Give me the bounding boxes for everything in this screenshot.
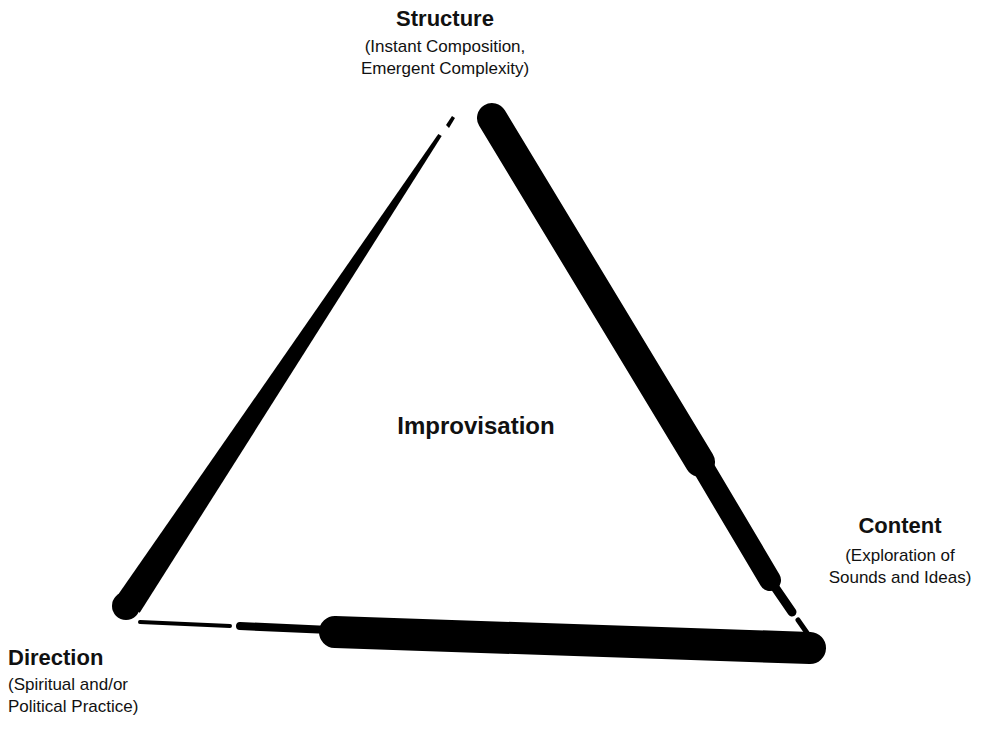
brush-strokes-lines [140, 118, 812, 648]
vertex-subtitle: (Instant Composition, Emergent Complexit… [340, 36, 550, 80]
brush-fleck [446, 116, 455, 128]
right-stroke [700, 462, 770, 580]
bottom-stroke-thin [140, 622, 230, 626]
right-stroke-tail [770, 580, 792, 612]
left-stroke-end [112, 592, 140, 620]
brush-strokes [112, 116, 455, 620]
bottom-stroke [335, 632, 810, 648]
center-title: Improvisation [366, 412, 586, 440]
left-stroke [116, 134, 441, 613]
vertex-subtitle: (Spiritual and/or Political Practice) [8, 674, 168, 718]
vertex-title: Structure [340, 6, 550, 32]
vertex-title: Direction [8, 645, 208, 671]
vertex-title: Content [815, 513, 985, 539]
bottom-stroke-thin [240, 626, 330, 630]
vertex-subtitle: (Exploration of Sounds and Ideas) [815, 545, 985, 589]
right-stroke [492, 118, 700, 462]
